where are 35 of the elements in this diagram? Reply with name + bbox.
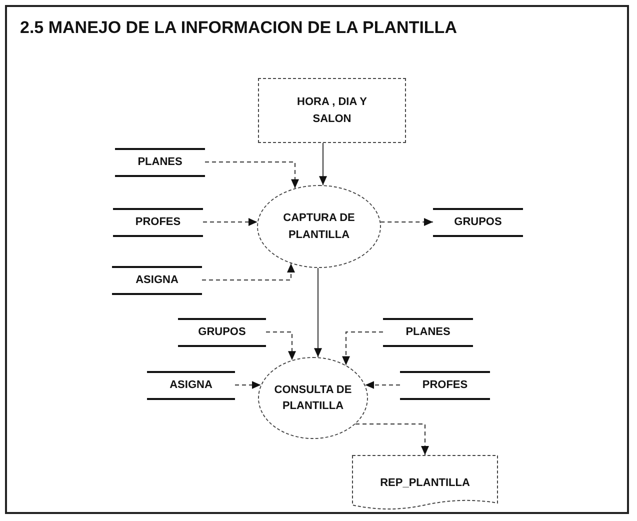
arrow <box>266 332 296 361</box>
arrow <box>319 142 327 186</box>
store-name: ASIGNA <box>170 378 212 394</box>
store-name: PLANES <box>406 325 450 340</box>
arrow <box>202 263 295 280</box>
store-name: PLANES <box>138 155 182 170</box>
entity-box <box>258 78 406 143</box>
arrow <box>202 218 258 226</box>
store-name: GRUPOS <box>198 325 246 340</box>
data-store <box>115 148 205 177</box>
arrow <box>204 162 299 189</box>
process-name: CONSULTA DE PLANTILLA <box>273 382 353 414</box>
arrow <box>355 424 429 456</box>
data-store <box>400 371 490 400</box>
arrow <box>342 332 384 366</box>
data-store <box>113 208 203 237</box>
store-name: PROFES <box>422 378 468 394</box>
data-store <box>147 371 235 400</box>
store-name: ASIGNA <box>136 273 178 288</box>
process-circle <box>258 357 368 439</box>
document-name: REP_PLANTILLA <box>380 476 470 491</box>
arrow <box>380 218 434 226</box>
arrow <box>364 381 400 389</box>
store-name: GRUPOS <box>454 215 502 230</box>
diagram-title: 2.5 MANEJO DE LA INFORMACION DE LA PLANTILLA <box>20 18 457 38</box>
process-circle <box>257 185 381 268</box>
entity-name: HORA , DIA Y SALON <box>296 95 368 126</box>
store-name: PROFES <box>135 215 181 230</box>
data-store <box>112 266 202 295</box>
arrow <box>234 381 262 389</box>
arrow <box>314 268 322 358</box>
process-name: CAPTURA DE PLANTILLA <box>282 211 356 242</box>
data-store <box>383 318 473 347</box>
data-store <box>433 208 523 237</box>
data-store <box>178 318 266 347</box>
